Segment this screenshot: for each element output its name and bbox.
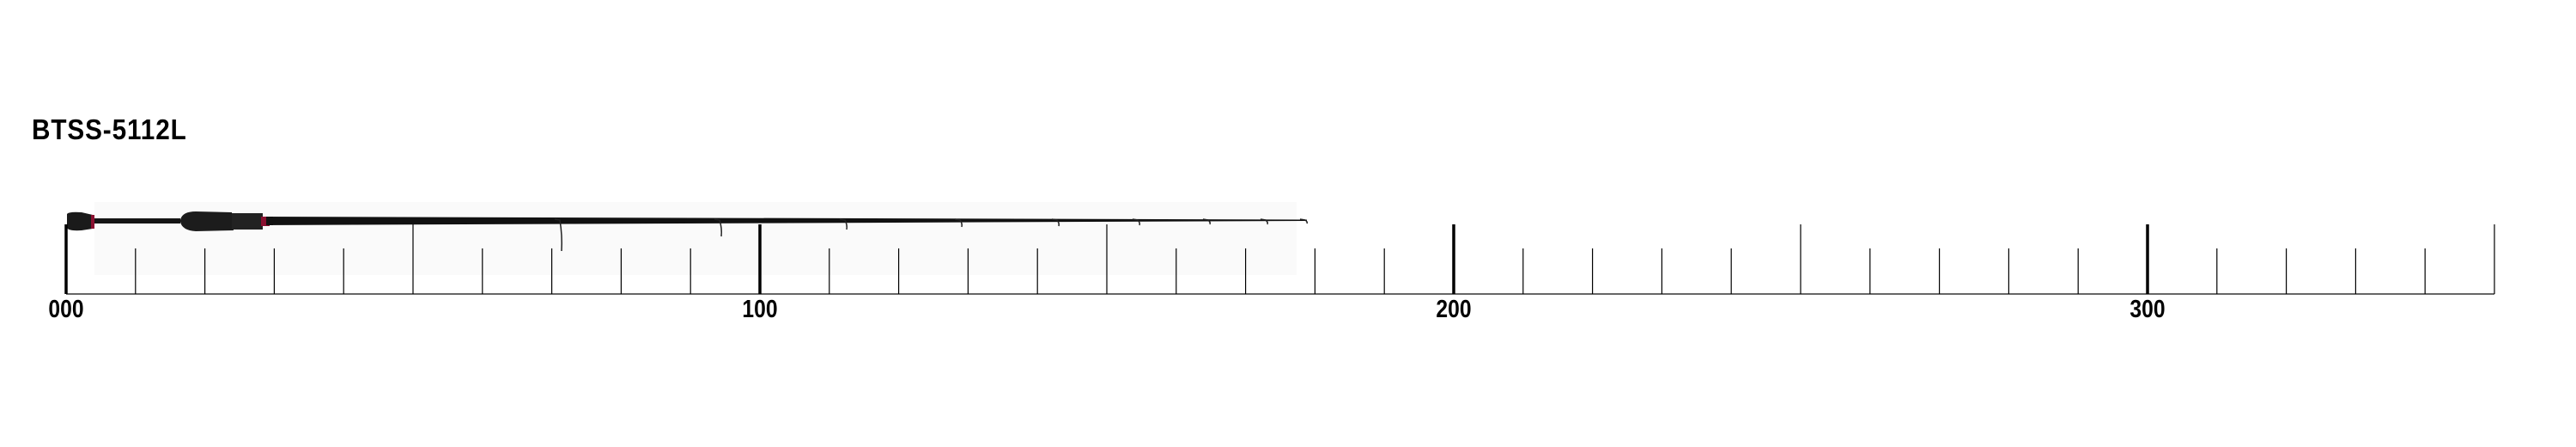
hook-keeper (266, 217, 273, 225)
rod-guide (1202, 218, 1211, 225)
ruler-label: 300 (2129, 296, 2166, 323)
ruler-label: 200 (1436, 296, 1472, 323)
ruler-label: 100 (742, 296, 778, 323)
rod-guide (1299, 218, 1308, 224)
butt-cap (67, 211, 93, 231)
rear-shaft (94, 218, 180, 224)
grip (180, 211, 234, 231)
rod-blank (258, 217, 1307, 225)
rod-guide (1132, 218, 1140, 226)
rod-guide (1260, 218, 1268, 225)
model-title: BTSS-5112L (32, 113, 187, 145)
rod-guide (954, 218, 963, 228)
rod-guide (554, 218, 562, 252)
rod-guide (714, 218, 722, 237)
fishing-rod (67, 211, 1308, 252)
photo-background (94, 202, 1297, 275)
ruler-label: 000 (48, 296, 84, 323)
butt-trim (91, 215, 94, 229)
winding-check (261, 217, 270, 226)
rod-guide (839, 218, 848, 230)
reel-seat (232, 213, 263, 230)
rod-guide (1051, 218, 1060, 227)
